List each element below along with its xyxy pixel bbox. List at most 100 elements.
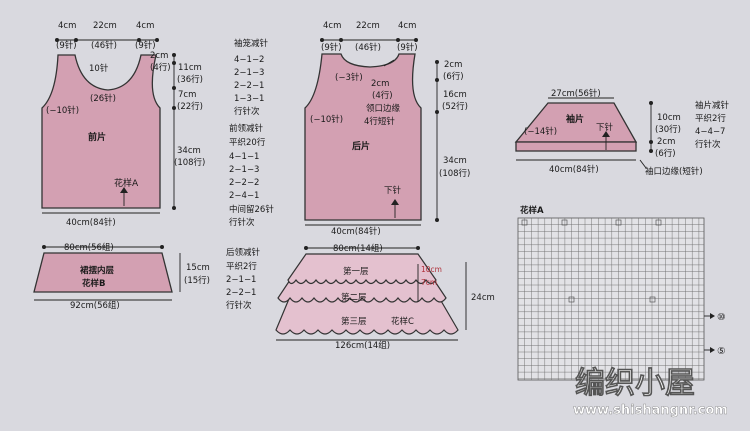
back-neck-line: 2−1−1 xyxy=(226,275,256,285)
front-r11cm-st: (36行) xyxy=(177,74,203,85)
front-neck-line: 中间留26针 xyxy=(229,204,274,215)
front-top-left: 4cm xyxy=(58,21,76,31)
back-neck-dec: (−3针) xyxy=(335,72,363,83)
skirt-r7cm: 7cm xyxy=(421,278,437,287)
back-top-left: 4cm xyxy=(323,21,341,31)
dim-dot xyxy=(435,60,439,64)
dim-dot xyxy=(172,61,176,65)
dim-dot xyxy=(74,38,78,42)
armhole-line: 4−1−2 xyxy=(234,55,264,65)
row-marker-10: ⑩ xyxy=(717,312,726,323)
back-collar: 领口边缘 xyxy=(366,103,401,114)
chart-symbol xyxy=(561,219,568,226)
back-top-mid: 22cm xyxy=(356,21,380,31)
dim-dot xyxy=(42,245,46,249)
dim-dot xyxy=(649,140,653,144)
sleeve-r2cm: 2cm xyxy=(657,137,675,147)
chart-grid-lines xyxy=(518,218,704,380)
dim-dot xyxy=(160,245,164,249)
front-neck-st: 10针 xyxy=(89,63,109,74)
skirt-inner-label2: 花样B xyxy=(82,278,105,289)
back-top-left-st: (9针) xyxy=(321,42,342,53)
front-neck-line: 2−1−3 xyxy=(229,165,259,175)
front-top-right: 4cm xyxy=(136,21,154,31)
dim-dot xyxy=(414,38,418,42)
dim-dot xyxy=(339,38,343,42)
front-top-right-st: (9针) xyxy=(135,40,156,51)
up-arrow-icon xyxy=(120,187,128,193)
dim-dot xyxy=(172,53,176,57)
watermark-cn: 编织小屋 xyxy=(575,366,695,401)
skirt-outer-top: 80cm(14组) xyxy=(333,243,383,254)
front-top-mid: 22cm xyxy=(93,21,117,31)
armhole-line: 2−1−3 xyxy=(234,68,264,78)
front-r34cm: 34cm xyxy=(177,146,201,156)
sleeve-r10cm-st: (30行) xyxy=(655,124,681,135)
skirt-inner-bottom: 92cm(56组) xyxy=(70,300,120,311)
skirt-layer-1 xyxy=(287,253,437,285)
front-top-mid-st: (46针) xyxy=(91,40,117,51)
dim-dot xyxy=(435,78,439,82)
dim-dot xyxy=(320,38,324,42)
dim-dot xyxy=(649,101,653,105)
back-r2cm: 2cm xyxy=(444,60,462,70)
sleeve-note-title: 袖片减针 xyxy=(695,100,730,111)
chart-symbol xyxy=(655,219,662,226)
back-neck-line: 平织2行 xyxy=(226,261,257,272)
back-down: 下针 xyxy=(384,185,402,196)
armhole-line: 1−3−1 xyxy=(234,94,264,104)
back-top-right: 4cm xyxy=(398,21,416,31)
skirt-pattern: 花样C xyxy=(391,316,414,327)
armhole-title: 袖笼减针 xyxy=(234,38,269,49)
front-neck-line: 2−2−2 xyxy=(229,178,259,188)
front-r11cm: 11cm xyxy=(178,63,202,73)
skirt-r24cm: 24cm xyxy=(471,293,495,303)
armhole-line: 2−2−1 xyxy=(234,81,264,91)
dim-dot xyxy=(172,206,176,210)
back-label: 后片 xyxy=(352,140,370,152)
front-r7cm-st: (22行) xyxy=(177,101,203,112)
arrow-left-icon xyxy=(710,347,715,353)
dim-dot xyxy=(55,38,59,42)
skirt-r10cm: 10cm xyxy=(421,265,442,274)
front-neck-line: 4−1−1 xyxy=(229,152,259,162)
watermark: 编织小屋 www.shishangnr.com xyxy=(573,366,728,418)
front-r2cm: 2cm xyxy=(150,51,168,61)
sleeve-dec: (−14针) xyxy=(524,126,557,137)
front-neck-line: 行针次 xyxy=(229,217,255,228)
front-r2cm-st: (4行) xyxy=(150,62,171,73)
sleeve-top: 27cm(56针) xyxy=(551,88,601,99)
back-r2cm-st: (6行) xyxy=(443,71,464,82)
sleeve-label: 袖片 xyxy=(565,113,584,125)
dim-dot xyxy=(137,38,141,42)
back-top-mid-st: (46针) xyxy=(355,42,381,53)
sleeve-r2cm-st: (6行) xyxy=(655,148,676,159)
dim-dot xyxy=(172,86,176,90)
back-r34cm-st: (108行) xyxy=(439,168,470,179)
dim-dot xyxy=(172,106,176,110)
front-piece-group: 4cm (9针) 22cm (46针) 4cm (9针) 10针 (26针) (… xyxy=(41,21,205,228)
front-piece xyxy=(41,54,161,209)
front-neck-line: 平织20行 xyxy=(229,137,266,148)
sleeve-edge: 袖口边缘(短针) xyxy=(645,166,703,177)
up-arrow-icon xyxy=(391,199,399,205)
skirt-inner-r15cm-st: (15行) xyxy=(184,275,210,286)
dim-dot xyxy=(155,38,159,42)
sleeve-cuff xyxy=(515,141,637,152)
skirt-inner-piece xyxy=(33,252,173,293)
front-bottom: 40cm(84针) xyxy=(66,217,116,228)
back-neck-line: 行针次 xyxy=(226,300,252,311)
skirt-outer-bottom: 126cm(14组) xyxy=(335,340,390,351)
front-neck-line: 2−4−1 xyxy=(229,191,259,201)
skirt-inner-r15cm: 15cm xyxy=(186,263,210,273)
back-neck-2cm-st: (4行) xyxy=(372,90,393,101)
sleeve-down: 下针 xyxy=(596,122,614,133)
skirt-l3: 第三层 xyxy=(341,316,367,327)
chart-symbol xyxy=(521,219,528,226)
back-neck-line: 2−2−1 xyxy=(226,288,256,298)
back-r16cm: 16cm xyxy=(443,90,467,100)
skirt-l1: 第一层 xyxy=(343,266,369,277)
dim-dot xyxy=(435,110,439,114)
dim-dot xyxy=(435,218,439,222)
